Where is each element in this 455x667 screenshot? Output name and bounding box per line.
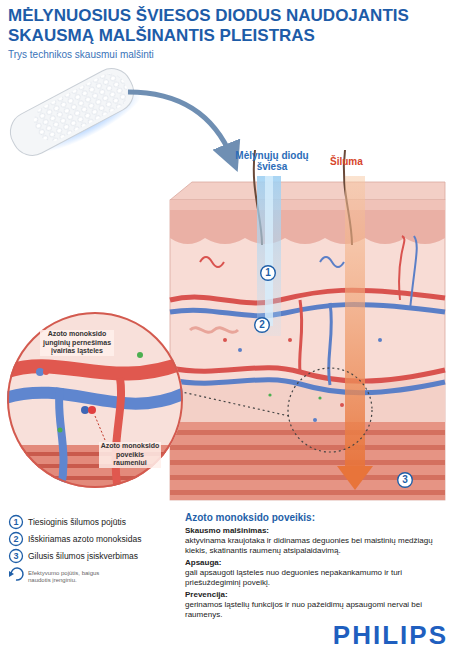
circle-outline [398, 473, 413, 488]
info-subheading: Skausmo malšinimas: [185, 526, 447, 536]
callout-number: 2 [254, 317, 270, 333]
legend-text: Išskiriamas azoto monoksidas [28, 534, 178, 545]
title: MĖLYNUOSIUS ŠVIESOS DIODUS NAUDOJANTIS S… [8, 6, 448, 46]
callout-number: 3 [397, 472, 413, 488]
circle-outline [255, 318, 270, 333]
callout-number: 1 [260, 265, 276, 281]
info-subheading: Apsauga: [185, 558, 447, 568]
node-text: 1 [260, 267, 276, 279]
info-body: aktyvinama kraujotaka ir didinamas deguo… [185, 536, 447, 555]
subtitle: Trys technikos skausmui malšinti [8, 49, 154, 60]
info-column: Azoto monoksido poveikis: Skausmo malšini… [185, 512, 447, 619]
info-body: gali apsaugoti ląsteles nuo deguonies ne… [185, 568, 447, 587]
circle-outline [261, 266, 276, 281]
legend-samples [9, 516, 23, 581]
callout-number: 1 [9, 516, 23, 528]
patch [3, 60, 147, 170]
info-body: gerinamos ląstelių funkcijos ir nuo paže… [185, 600, 447, 619]
beam-label: Mėlynųjų diodų šviesa [232, 150, 312, 172]
beam-label: Šiluma [330, 156, 363, 167]
skin-cross-section [170, 150, 445, 500]
legend-text: Efektyvumo pojūtis, baigus naudotis įren… [28, 570, 123, 584]
legend-text: Tiesioginis šilumos pojūtis [28, 517, 178, 528]
callout-number: 2 [9, 533, 23, 545]
inset-circle: Azoto monoksido junginių pernešimas įvai… [7, 312, 183, 488]
node-subtext: Azoto monoksido poveikis raumeniui [99, 442, 161, 468]
node-text: 3 [397, 474, 413, 486]
circle-outline [8, 313, 182, 487]
node-text: Azoto monoksido junginių pernešimas įvai… [40, 330, 114, 356]
info-subheading: Prevencija: [185, 590, 447, 600]
legend-text: Gilusis šilumos įsiskverbimas [28, 551, 178, 562]
pointer-arrow [128, 92, 232, 158]
callout-number: 3 [9, 550, 23, 562]
node-text: 2 [254, 319, 270, 331]
brand-logo: PHILIPS [318, 620, 448, 650]
inset-magnification [5, 310, 185, 495]
info-heading: Azoto monoksido poveikis: [185, 512, 447, 524]
